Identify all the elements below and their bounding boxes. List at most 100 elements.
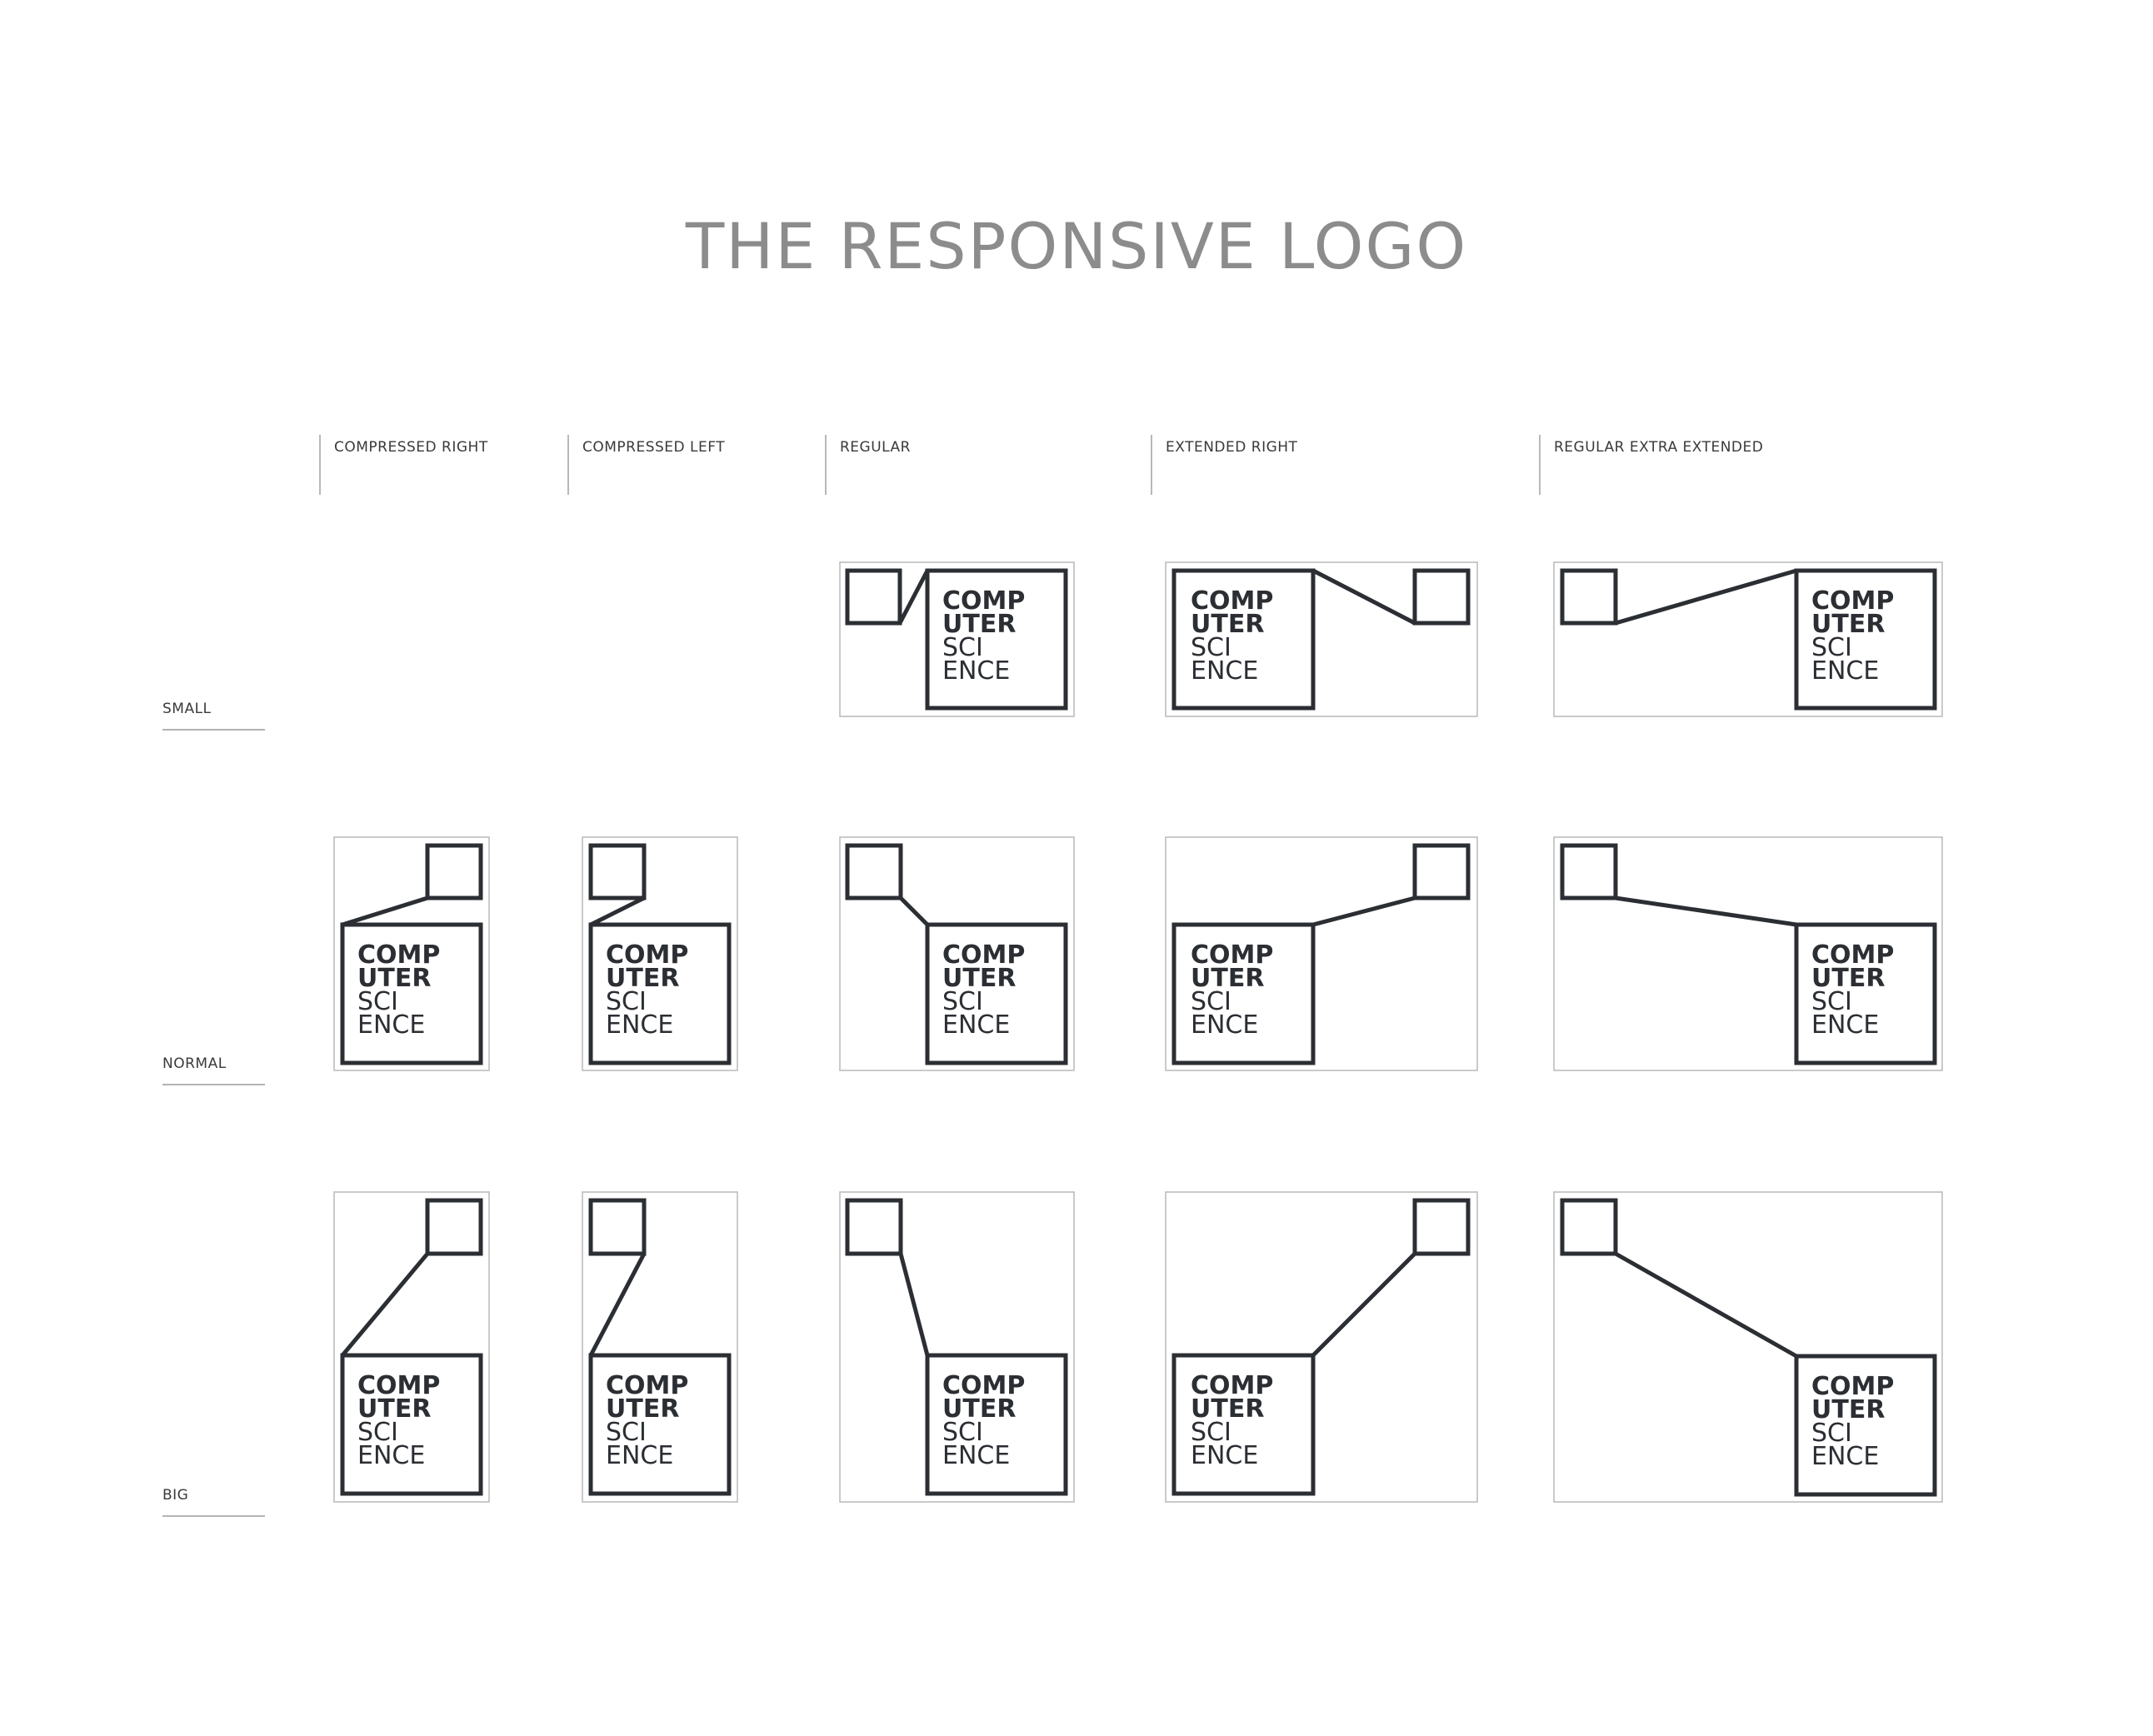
column-label-compressed-right: COMPRESSED RIGHT: [334, 439, 488, 456]
logo-line-ence: ENCE: [606, 1010, 673, 1040]
logo-wordmark: COMP UTER SCI ENCE: [1191, 940, 1273, 1040]
logo-line-uter: UTER: [942, 1394, 1016, 1424]
logo-wordmark: COMP UTER SCI ENCE: [606, 940, 688, 1040]
frame-normal-regular: [839, 836, 1075, 1071]
logo-line-ence: ENCE: [357, 1441, 425, 1470]
page-title: THE RESPONSIVE LOGO: [685, 209, 1467, 283]
logo-mark: [1171, 843, 1471, 1065]
logo-line-sci: SCI: [606, 987, 647, 1016]
logo-mark: [340, 1198, 483, 1496]
logo-mark: [588, 1198, 732, 1496]
logo-line-sci: SCI: [1811, 633, 1852, 662]
logo-mark: [1560, 568, 1937, 711]
logo-line-sci: SCI: [1191, 1418, 1231, 1447]
logo-line-comp: COMP: [1811, 586, 1894, 616]
logo-line-uter: UTER: [942, 610, 1016, 639]
logo-wordmark: COMP UTER SCI ENCE: [606, 1371, 688, 1470]
logo-line-sci: SCI: [357, 1418, 398, 1447]
frame-big-regular-extra-extended: [1553, 1191, 1943, 1503]
logo-line-ence: ENCE: [1811, 656, 1879, 686]
logo-frames: [333, 561, 1943, 1503]
column-label-extended-right: EXTENDED RIGHT: [1166, 439, 1298, 456]
column-label-compressed-left: COMPRESSED LEFT: [582, 439, 725, 456]
logo-line-uter: UTER: [1811, 1395, 1885, 1424]
logo-wordmark: COMP UTER SCI ENCE: [357, 1371, 440, 1470]
logo-line-ence: ENCE: [1191, 1010, 1258, 1040]
column-label-regular: REGULAR: [840, 439, 911, 456]
frame-normal-compressed-right: [333, 836, 490, 1071]
logo-line-comp: COMP: [357, 940, 440, 970]
logo-line-uter: UTER: [1811, 964, 1885, 993]
logo-line-comp: COMP: [1191, 586, 1273, 616]
logo-line-ence: ENCE: [357, 1010, 425, 1040]
logo-line-uter: UTER: [357, 1394, 431, 1424]
row-label-small: SMALL: [162, 701, 212, 717]
logo-line-uter: UTER: [606, 1394, 679, 1424]
logo-line-comp: COMP: [1811, 940, 1894, 970]
logo-line-ence: ENCE: [1811, 1010, 1879, 1040]
logo-line-ence: ENCE: [606, 1441, 673, 1470]
logo-wordmarks: COMP UTER SCI ENCE COMP UTER SCI ENCE CO…: [357, 586, 1894, 1471]
column-headers: COMPRESSED RIGHT COMPRESSED LEFT REGULAR…: [319, 435, 1763, 495]
logo-line-uter: UTER: [942, 964, 1016, 993]
logo-line-ence: ENCE: [1191, 1441, 1258, 1470]
logo-line-uter: UTER: [1191, 1394, 1264, 1424]
logo-line-sci: SCI: [1811, 987, 1852, 1016]
logo-line-ence: ENCE: [942, 656, 1010, 686]
logo-line-uter: UTER: [1191, 964, 1264, 993]
logo-mark: [1560, 1198, 1937, 1497]
frame-normal-extended-right: [1165, 836, 1478, 1071]
frame-normal-regular-extra-extended: [1553, 836, 1943, 1071]
column-label-regular-extra-extended: REGULAR EXTRA EXTENDED: [1554, 439, 1763, 456]
logo-line-comp: COMP: [606, 940, 688, 970]
logo-line-ence: ENCE: [1811, 1442, 1879, 1471]
frame-small-regular: [839, 561, 1075, 717]
logo-marks: [340, 568, 1937, 1497]
logo-mark: [1171, 1198, 1471, 1496]
logo-line-uter: UTER: [357, 964, 431, 993]
row-label-big: BIG: [162, 1487, 188, 1504]
logo-line-sci: SCI: [357, 987, 398, 1016]
logo-line-sci: SCI: [1191, 987, 1231, 1016]
logo-line-uter: UTER: [1811, 610, 1885, 639]
logo-line-comp: COMP: [942, 940, 1025, 970]
logo-line-comp: COMP: [942, 1371, 1025, 1400]
logo-line-sci: SCI: [1191, 633, 1231, 662]
logo-line-comp: COMP: [1191, 1371, 1273, 1400]
frame-small-extended-right: [1165, 561, 1478, 717]
logo-line-sci: SCI: [1811, 1419, 1852, 1448]
frame-small-regular-extra-extended: [1553, 561, 1943, 717]
logo-wordmark: COMP UTER SCI ENCE: [1191, 1371, 1273, 1470]
logo-line-sci: SCI: [942, 1418, 983, 1447]
logo-line-ence: ENCE: [942, 1010, 1010, 1040]
logo-wordmark: COMP UTER SCI ENCE: [942, 1371, 1025, 1470]
frame-big-regular: [839, 1191, 1075, 1503]
logo-line-uter: UTER: [1191, 610, 1264, 639]
row-label-normal: NORMAL: [162, 1055, 227, 1072]
logo-mark: [1171, 568, 1471, 711]
logo-line-ence: ENCE: [1191, 656, 1258, 686]
logo-wordmark: COMP UTER SCI ENCE: [1811, 940, 1894, 1040]
logo-wordmark: COMP UTER SCI ENCE: [1811, 586, 1894, 686]
logo-mark: [588, 843, 732, 1065]
logo-line-comp: COMP: [606, 1371, 688, 1400]
logo-line-comp: COMP: [357, 1371, 440, 1400]
logo-mark: [845, 568, 1068, 711]
logo-line-ence: ENCE: [942, 1441, 1010, 1470]
frame-big-compressed-left: [582, 1191, 738, 1503]
frame-big-compressed-right: [333, 1191, 490, 1503]
logo-wordmark: COMP UTER SCI ENCE: [1811, 1372, 1894, 1471]
row-labels: SMALL NORMAL BIG: [162, 701, 265, 1517]
logo-line-comp: COMP: [1191, 940, 1273, 970]
logo-mark: [1560, 843, 1937, 1065]
logo-line-comp: COMP: [1811, 1372, 1894, 1401]
frame-normal-compressed-left: [582, 836, 738, 1071]
logo-wordmark: COMP UTER SCI ENCE: [1191, 586, 1273, 686]
logo-line-sci: SCI: [942, 633, 983, 662]
logo-line-comp: COMP: [942, 586, 1025, 616]
logo-wordmark: COMP UTER SCI ENCE: [357, 940, 440, 1040]
logo-mark: [340, 843, 483, 1065]
logo-line-uter: UTER: [606, 964, 679, 993]
